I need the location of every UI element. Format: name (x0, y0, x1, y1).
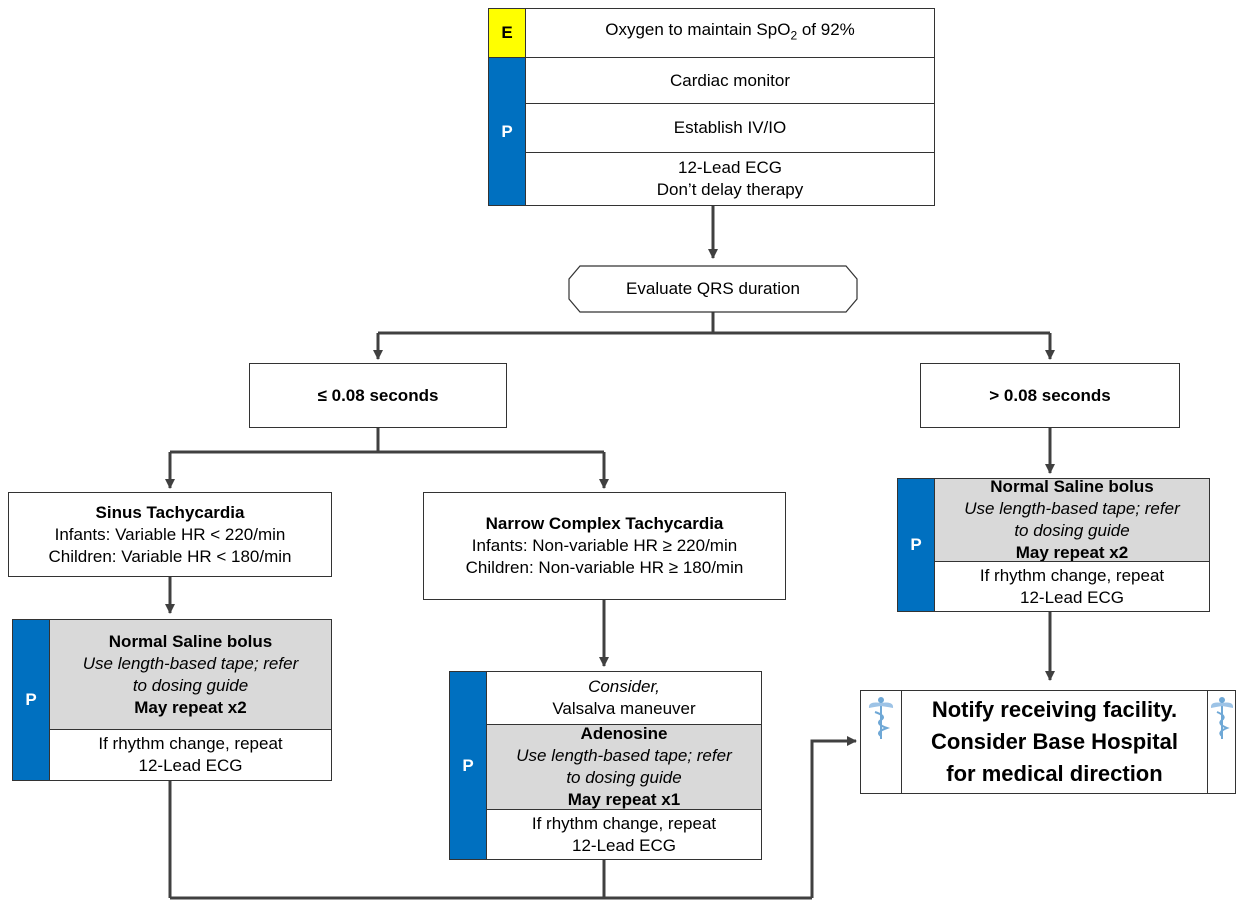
evaluate-hexagon (568, 265, 858, 313)
left-ecg-line-2: 12-Lead ECG (138, 756, 243, 775)
left-repeat: May repeat x2 (134, 697, 247, 717)
caduceus-icon (868, 697, 894, 739)
middle-adenosine-cell: Adenosine Use length-based tape; refer t… (486, 724, 762, 810)
sinus-tachycardia-box: Sinus Tachycardia Infants: Variable HR <… (8, 492, 332, 577)
oxygen-cell: Oxygen to maintain SpO2 of 92% (525, 8, 935, 58)
middle-ecg-cell: If rhythm change, repeat 12-Lead ECG (486, 809, 762, 860)
p-tag-top: P (488, 57, 526, 206)
ecg-line-2: Don’t delay therapy (656, 180, 804, 199)
p-tag-right: P (897, 478, 935, 612)
left-ecg-line-1: If rhythm change, repeat (98, 734, 283, 753)
right-saline-cell: Normal Saline bolus Use length-based tap… (934, 477, 1210, 562)
notify-text: Notify receiving facility. Consider Base… (902, 690, 1207, 794)
left-dose-line-2: to dosing guide (132, 675, 249, 695)
middle-ecg-line-2: 12-Lead ECG (572, 835, 676, 855)
cardiac-monitor-text: Cardiac monitor (670, 70, 790, 90)
narrow-complex-infants: Infants: Non-variable HR ≥ 220/min (471, 536, 738, 555)
arrow-merge-to-notify (810, 736, 857, 898)
p-tag-left: P (12, 619, 50, 781)
p-tag-middle: P (449, 671, 487, 860)
right-ecg-line-2: 12-Lead ECG (1020, 587, 1124, 607)
establish-iv-cell: Establish IV/IO (525, 103, 935, 153)
ecg-line-1: 12-Lead ECG (678, 158, 782, 177)
middle-adenosine-title: Adenosine (580, 724, 668, 743)
middle-dose-line-2: to dosing guide (566, 768, 682, 787)
ecg-cell: 12-Lead ECG Don’t delay therapy (525, 152, 935, 206)
cardiac-monitor-cell: Cardiac monitor (525, 57, 935, 104)
middle-dose-line-1: Use length-based tape; refer (516, 746, 732, 765)
narrow-qrs-box: ≤ 0.08 seconds (249, 363, 507, 428)
narrow-complex-children: Children: Non-variable HR ≥ 180/min (465, 558, 744, 577)
left-saline-cell: Normal Saline bolus Use length-based tap… (49, 619, 332, 730)
right-dose-line-1: Use length-based tape; refer (964, 499, 1180, 518)
establish-iv-text: Establish IV/IO (673, 118, 787, 137)
sinus-infants: Infants: Variable HR < 220/min (54, 524, 286, 544)
left-ecg-cell: If rhythm change, repeat 12-Lead ECG (49, 729, 332, 781)
wide-qrs-text: > 0.08 seconds (989, 385, 1111, 405)
middle-repeat: May repeat x1 (567, 790, 681, 809)
right-ecg-cell: If rhythm change, repeat 12-Lead ECG (934, 561, 1210, 612)
caduceus-icon (1210, 697, 1234, 739)
narrow-complex-box: Narrow Complex Tachycardia Infants: Non-… (423, 492, 786, 600)
sinus-children: Children: Variable HR < 180/min (48, 546, 292, 566)
right-dose-line-2: to dosing guide (1014, 521, 1130, 540)
right-ecg-line-1: If rhythm change, repeat (979, 565, 1165, 585)
right-repeat: May repeat x2 (1015, 543, 1129, 562)
left-saline-title: Normal Saline bolus (108, 631, 273, 651)
sinus-title: Sinus Tachycardia (95, 502, 245, 522)
wide-qrs-box: > 0.08 seconds (920, 363, 1180, 428)
notify-line-1: Notify receiving facility. (931, 697, 1178, 722)
e-tag: E (488, 8, 526, 58)
notify-box (860, 690, 1236, 794)
narrow-complex-title: Narrow Complex Tachycardia (485, 514, 724, 533)
middle-valsalva: Valsalva maneuver (552, 699, 696, 718)
narrow-qrs-text: ≤ 0.08 seconds (317, 385, 439, 405)
right-saline-title: Normal Saline bolus (990, 477, 1154, 496)
evaluate-text: Evaluate QRS duration (626, 279, 800, 298)
left-dose-line-1: Use length-based tape; refer (82, 653, 299, 673)
notify-line-2: Consider Base Hospital (931, 729, 1178, 754)
oxygen-text: Oxygen to maintain SpO2 of 92% (605, 20, 855, 43)
notify-line-3: for medical direction (946, 761, 1163, 786)
middle-valsalva-cell: Consider, Valsalva maneuver (486, 671, 762, 725)
middle-ecg-line-1: If rhythm change, repeat (531, 813, 717, 833)
middle-consider: Consider, (588, 677, 660, 696)
